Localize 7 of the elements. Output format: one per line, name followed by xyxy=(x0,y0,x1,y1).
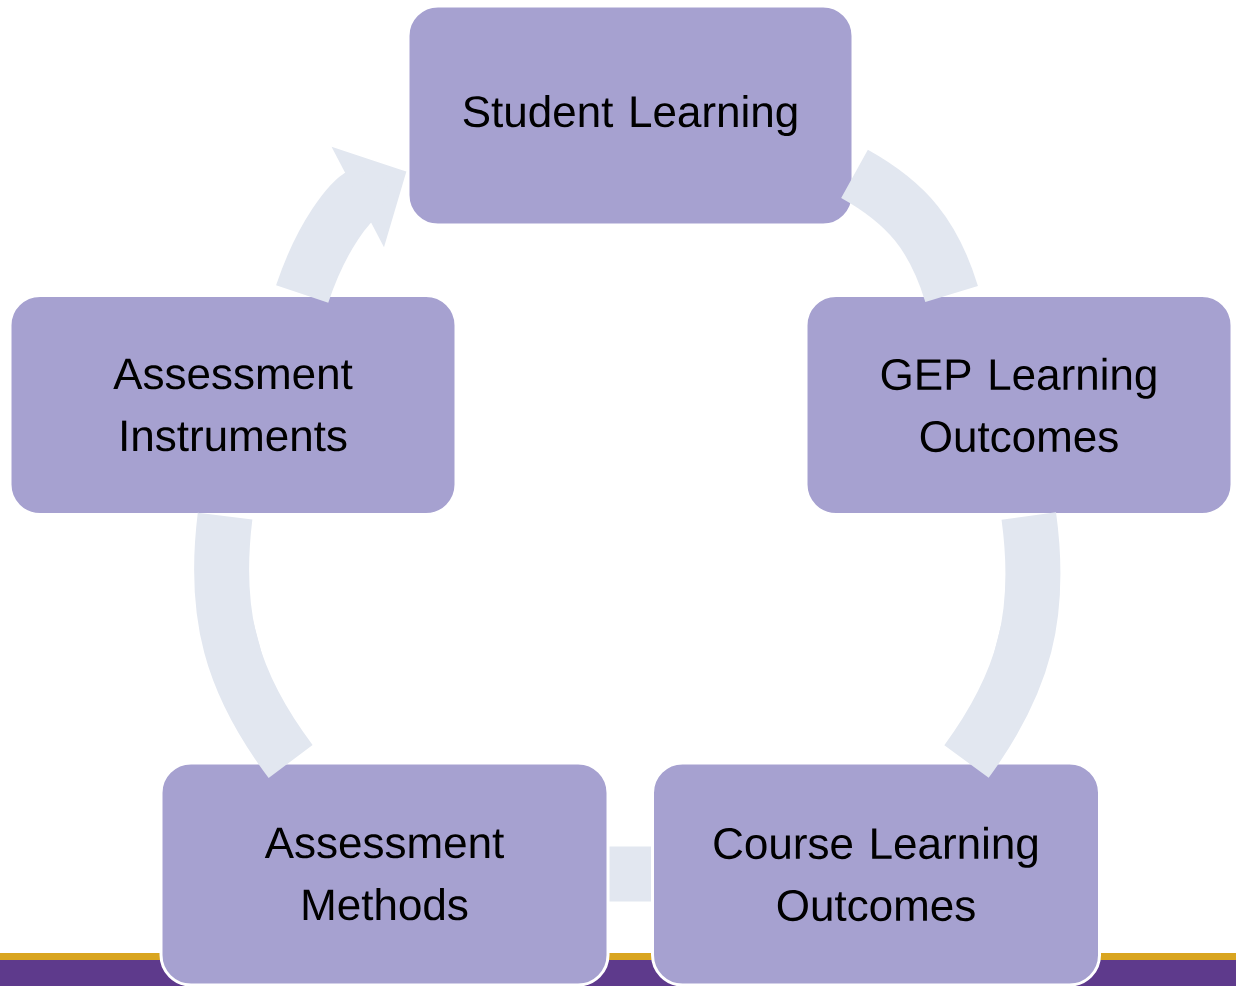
process-box: Assessment Instruments xyxy=(8,294,458,516)
cycle-arrow xyxy=(194,513,313,778)
process-box: Course Learning Outcomes xyxy=(651,761,1101,986)
cycle-arrow xyxy=(943,512,1061,778)
process-box: Student Learning xyxy=(406,4,855,227)
process-box: Assessment Methods xyxy=(159,761,610,986)
process-box: GEP Learning Outcomes xyxy=(804,294,1234,516)
